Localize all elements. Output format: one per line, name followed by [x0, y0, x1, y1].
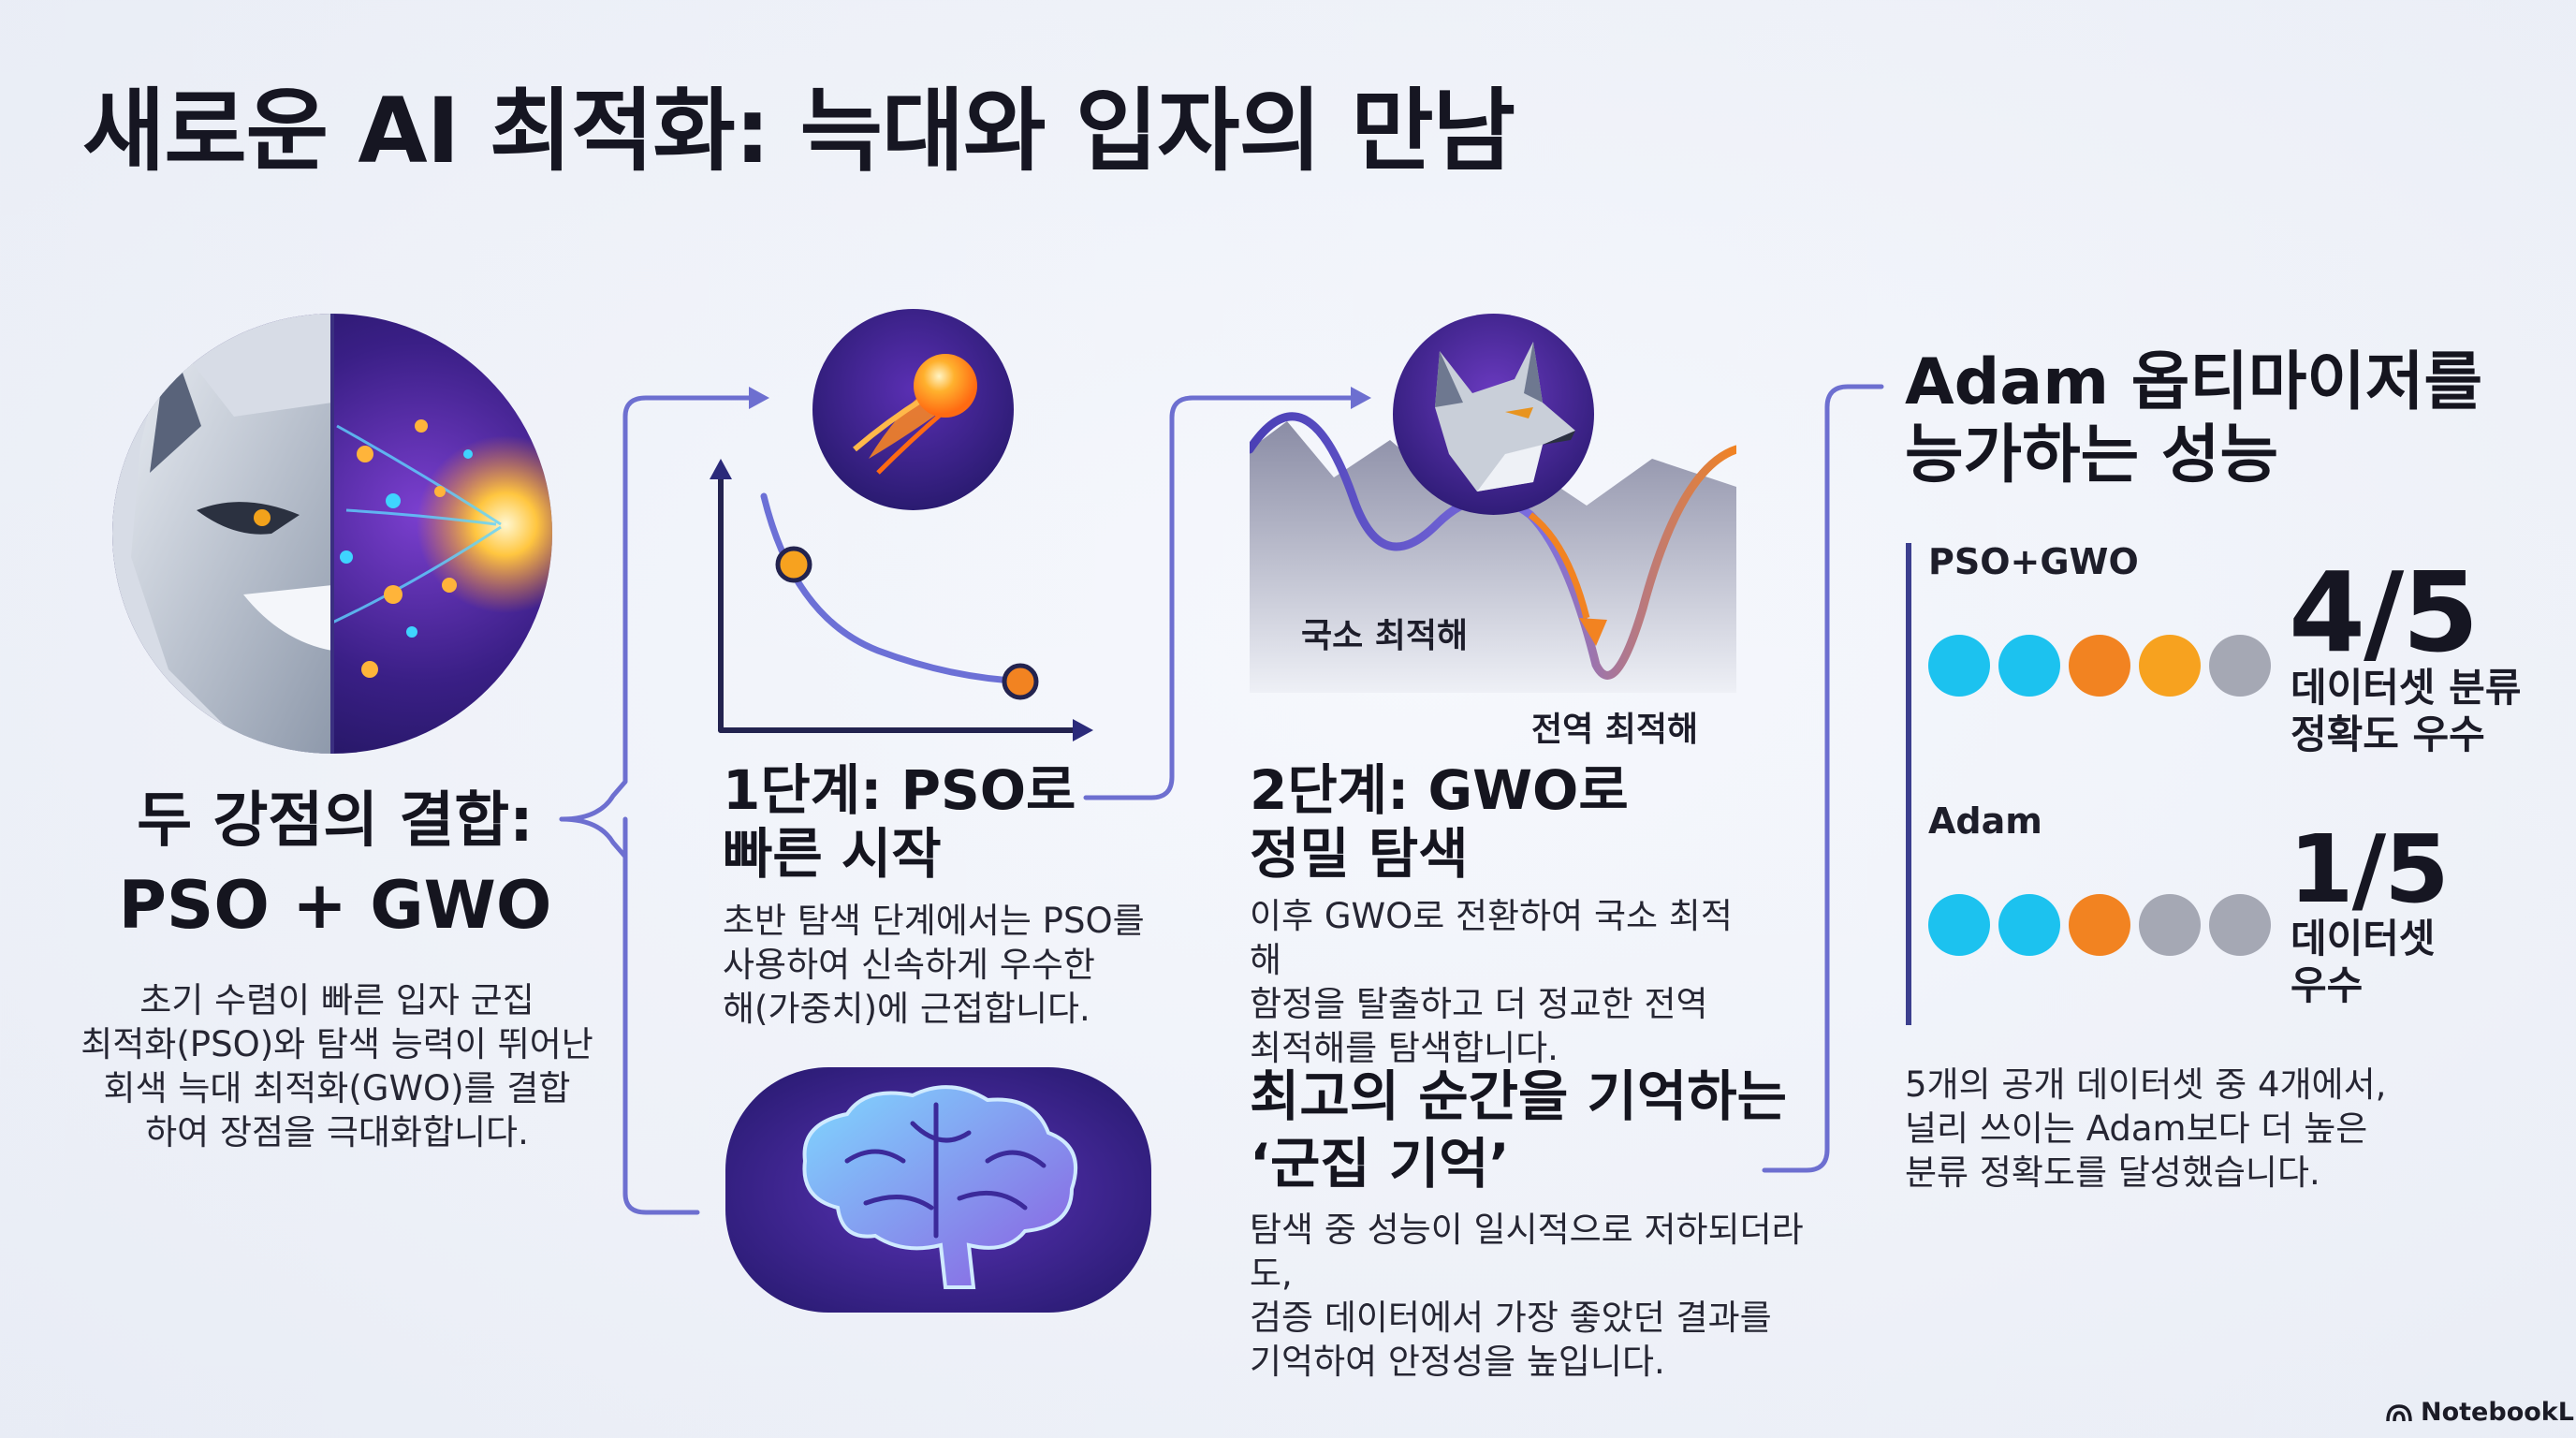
stage1-title: 1단계: PSO로 빠른 시작: [723, 758, 1076, 886]
dot-rating-adam: [1928, 894, 2275, 960]
comet-icon: [812, 309, 1014, 510]
stage2-body-line: 최적해를 탐색합니다.: [1250, 1028, 1559, 1068]
stage2-title-line2: 정밀 탐색: [1250, 822, 1469, 886]
score-adam: 1/5: [2289, 814, 2450, 924]
row-label-pso-gwo: PSO+GWO: [1928, 541, 2139, 582]
caption-line: 데이터셋: [2291, 916, 2436, 961]
performance-divider: [1906, 543, 1911, 1025]
page-title: 새로운 AI 최적화: 늑대와 입자의 만남: [82, 79, 1515, 183]
combination-body-line: 하여 장점을 극대화합니다.: [145, 1112, 529, 1152]
memory-body-line: 기억하여 안정성을 높입니다.: [1250, 1342, 1665, 1382]
summary-line: 널리 쓰이는 Adam보다 더 높은: [1905, 1108, 2368, 1149]
caption-adam: 데이터셋 우수: [2291, 916, 2436, 1009]
wolf-head-icon: [1393, 314, 1594, 515]
combination-body-line: 회색 늑대 최적화(GWO)를 결합: [103, 1068, 571, 1108]
performance-title: Adam 옵티마이저를 능가하는 성능: [1905, 346, 2482, 492]
notebooklm-brand: NotebookLM: [2385, 1398, 2576, 1427]
global-optimum-label: 전역 최적해: [1531, 711, 1699, 749]
stage1-body-line: 초반 탐색 단계에서는 PSO를: [723, 901, 1145, 941]
stage1-title-line1: 1단계: PSO로: [723, 758, 1076, 822]
summary-line: 5개의 공개 데이터셋 중 4개에서,: [1905, 1064, 2387, 1105]
rating-dot: [2069, 894, 2130, 956]
fitness-landscape-graphic: [1250, 412, 1736, 693]
caption-line: 우수: [2291, 962, 2364, 1008]
rating-dot: [2139, 635, 2201, 697]
combination-title-line2: PSO + GWO: [118, 867, 552, 944]
rating-dot: [2209, 635, 2271, 697]
memory-body: 탐색 중 성능이 일시적으로 저하되더라도, 검증 데이터에서 가장 좋았던 결…: [1250, 1208, 1811, 1384]
caption-line: 데이터셋 분류: [2291, 665, 2522, 711]
brand-label: NotebookLM: [2421, 1398, 2576, 1427]
rating-dot: [2139, 894, 2201, 956]
row-label-adam: Adam: [1928, 800, 2042, 842]
combination-title: 두 강점의 결합: PSO + GWO: [82, 779, 588, 947]
rating-dot: [1998, 894, 2060, 956]
stage2-title-line1: 2단계: GWO로: [1250, 758, 1629, 822]
stage1-title-line2: 빠른 시작: [723, 822, 942, 886]
stage2-title: 2단계: GWO로 정밀 탐색: [1250, 758, 1629, 886]
stage1-body-line: 해(가중치)에 근접합니다.: [723, 989, 1090, 1029]
notebooklm-logo-icon: [2386, 1403, 2412, 1421]
rating-dot: [2069, 635, 2130, 697]
combination-body: 초기 수렴이 빠른 입자 군집 최적화(PSO)와 탐색 능력이 뛰어난 회색 …: [75, 978, 599, 1154]
wolf-particle-hero-icon: [112, 314, 552, 754]
brain-icon: [725, 1067, 1151, 1313]
performance-summary: 5개의 공개 데이터셋 중 4개에서, 널리 쓰이는 Adam보다 더 높은 분…: [1905, 1063, 2504, 1195]
score-pso-gwo: 4/5: [2289, 548, 2479, 677]
memory-body-line: 검증 데이터에서 가장 좋았던 결과를: [1250, 1298, 1772, 1338]
dot-rating-pso-gwo: [1928, 635, 2275, 700]
summary-line: 분류 정확도를 달성했습니다.: [1905, 1152, 2320, 1193]
combination-body-line: 초기 수렴이 빠른 입자 군집: [139, 980, 534, 1020]
performance-title-line1: Adam 옵티마이저를: [1905, 345, 2483, 419]
local-optimum-label: 국소 최적해: [1301, 617, 1469, 655]
rating-dot: [1928, 635, 1990, 697]
stage2-body-line: 함정을 탈출하고 더 정교한 전역: [1250, 984, 1708, 1024]
rating-dot: [1928, 894, 1990, 956]
memory-title-line1: 최고의 순간을 기억하는: [1250, 1064, 1787, 1128]
stage1-body: 초반 탐색 단계에서는 PSO를 사용하여 신속하게 우수한 해(가중치)에 근…: [723, 899, 1153, 1031]
rating-dot: [1998, 635, 2060, 697]
caption-pso-gwo: 데이터셋 분류 정확도 우수: [2291, 665, 2521, 758]
pso-convergence-plot: [710, 459, 1093, 741]
memory-title: 최고의 순간을 기억하는 ‘군집 기억’: [1250, 1063, 1787, 1197]
memory-title-line2: ‘군집 기억’: [1250, 1132, 1510, 1196]
combination-title-line1: 두 강점의 결합:: [137, 786, 534, 856]
rating-dot: [2209, 894, 2271, 956]
stage2-body-line: 이후 GWO로 전환하여 국소 최적해: [1250, 896, 1733, 980]
performance-title-line2: 능가하는 성능: [1905, 418, 2279, 492]
stage1-body-line: 사용하여 신속하게 우수한: [723, 945, 1095, 985]
combination-body-line: 최적화(PSO)와 탐색 능력이 뛰어난: [80, 1024, 593, 1064]
caption-line: 정확도 우수: [2291, 712, 2485, 757]
memory-body-line: 탐색 중 성능이 일시적으로 저하되더라도,: [1250, 1210, 1804, 1294]
stage2-body: 이후 GWO로 전환하여 국소 최적해 함정을 탈출하고 더 정교한 전역 최적…: [1250, 894, 1755, 1070]
